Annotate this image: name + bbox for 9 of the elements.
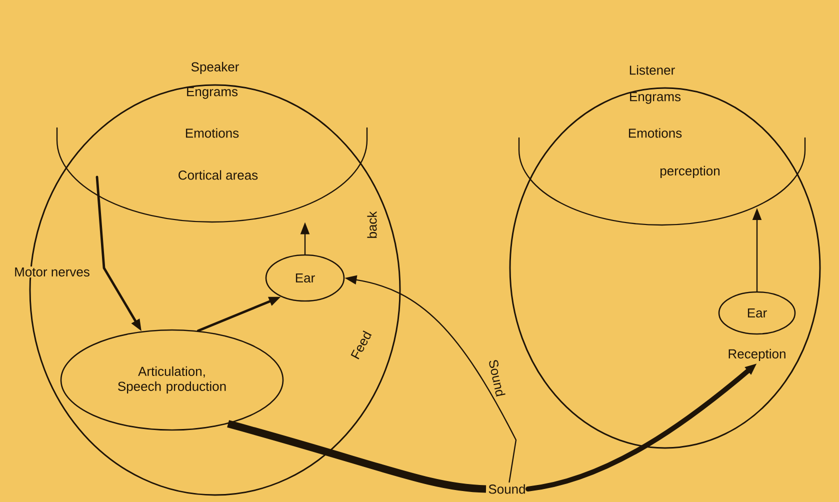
edge-label: Motor nerves	[13, 266, 91, 278]
oval-label: Feed	[350, 330, 372, 360]
node-label: Listener	[630, 65, 675, 75]
node-text: Reception	[728, 348, 786, 362]
edge-label: Sound	[487, 357, 507, 399]
node-text: Sound	[488, 484, 525, 494]
node-label: Speaker	[191, 62, 239, 74]
cortex-bowl: Engrams Emotions perception	[518, 92, 806, 226]
oval-label: back	[367, 211, 377, 238]
